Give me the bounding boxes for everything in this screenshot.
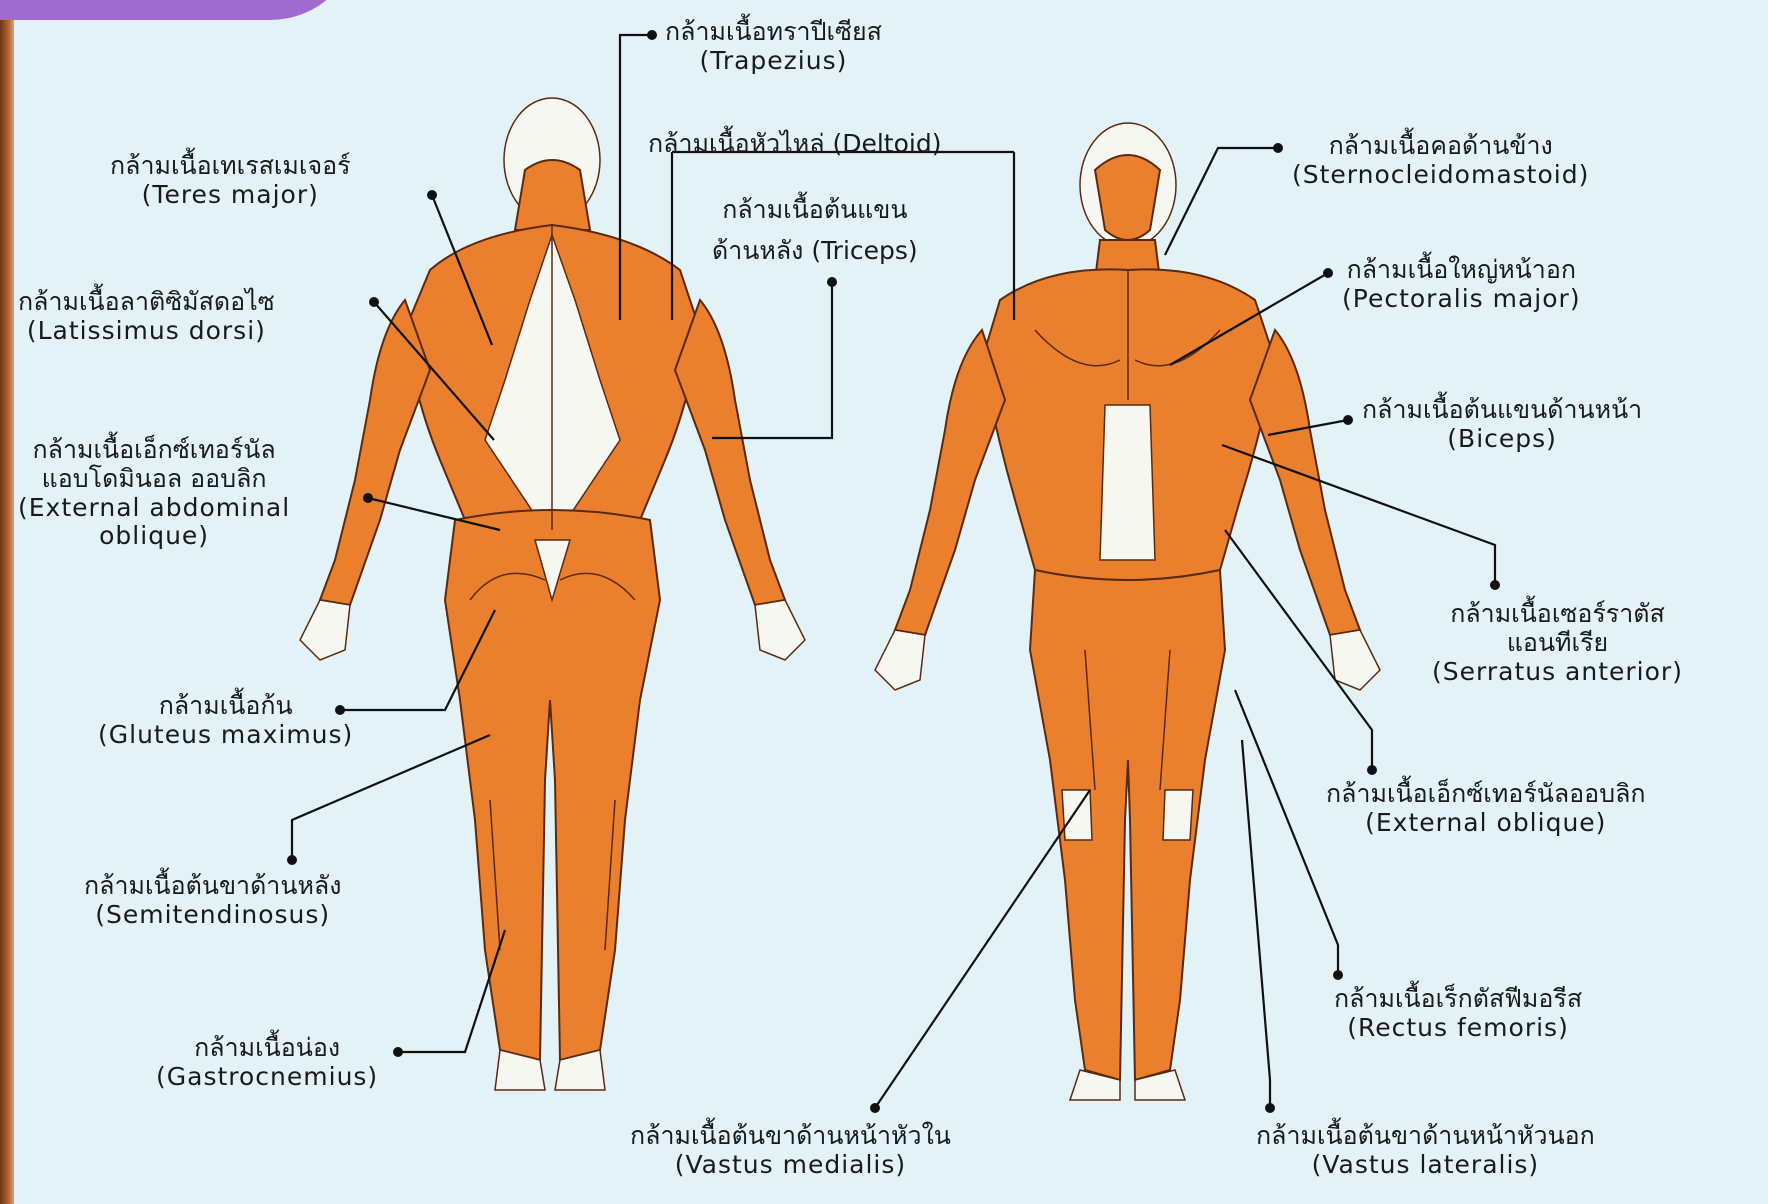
- front-right-hand: [1330, 630, 1380, 690]
- front-left-knee: [1062, 790, 1092, 840]
- label-vastus-medialis: กล้ามเนื้อต้นขาด้านหน้าหัวใน (Vastus med…: [630, 1122, 951, 1180]
- label-latissimus-dorsi: กล้ามเนื้อลาติซิมัสดอไซ (Latissimus dors…: [18, 288, 275, 346]
- back-right-arm: [675, 300, 785, 605]
- front-linea-alba: [1100, 405, 1155, 560]
- label-trapezius: กล้ามเนื้อทราปีเซียส (Trapezius): [665, 18, 882, 76]
- label-deltoid: กล้ามเนื้อหัวไหล่ (Deltoid): [648, 130, 941, 159]
- front-view-figure: [875, 123, 1380, 1100]
- label-serratus-anterior: กล้ามเนื้อเซอร์ราตัส แอนทีเรีย (Serratus…: [1432, 600, 1683, 686]
- label-vastus-lateralis: กล้ามเนื้อต้นขาด้านหน้าหัวนอก (Vastus la…: [1256, 1122, 1595, 1180]
- label-external-abdominal-oblique: กล้ามเนื้อเอ็กซ์เทอร์นัล แอบโดมินอล ออบล…: [18, 436, 290, 551]
- label-external-oblique: กล้ามเนื้อเอ็กซ์เทอร์นัลออบลิก (External…: [1326, 780, 1646, 838]
- label-pectoralis-major: กล้ามเนื้อใหญ่หน้าอก (Pectoralis major): [1342, 256, 1581, 314]
- front-right-knee: [1163, 790, 1193, 840]
- back-left-hand: [300, 600, 350, 660]
- label-biceps: กล้ามเนื้อต้นแขนด้านหน้า (Biceps): [1362, 396, 1642, 454]
- back-right-hand: [755, 600, 805, 660]
- front-right-arm: [1250, 330, 1360, 635]
- front-face-muscles: [1095, 155, 1160, 240]
- label-triceps: กล้ามเนื้อต้นแขน ด้านหลัง (Triceps): [712, 196, 918, 266]
- label-gluteus-maximus: กล้ามเนื้อก้น (Gluteus maximus): [98, 692, 353, 750]
- label-semitendinosus: กล้ามเนื้อต้นขาด้านหลัง (Semitendinosus): [84, 872, 341, 930]
- label-gastrocnemius: กล้ามเนื้อน่อง (Gastrocnemius): [156, 1034, 378, 1092]
- label-rectus-femoris: กล้ามเนื้อเร็กตัสฟีมอรีส (Rectus femoris…: [1334, 985, 1582, 1043]
- label-teres-major: กล้ามเนื้อเทเรสเมเจอร์ (Teres major): [110, 152, 351, 210]
- front-legs: [1030, 570, 1225, 1080]
- label-sternocleidomastoid: กล้ามเนื้อคอด้านข้าง (Sternocleidomastoi…: [1292, 132, 1589, 190]
- front-left-arm: [895, 330, 1005, 635]
- front-left-hand: [875, 630, 925, 690]
- back-neck: [515, 160, 590, 230]
